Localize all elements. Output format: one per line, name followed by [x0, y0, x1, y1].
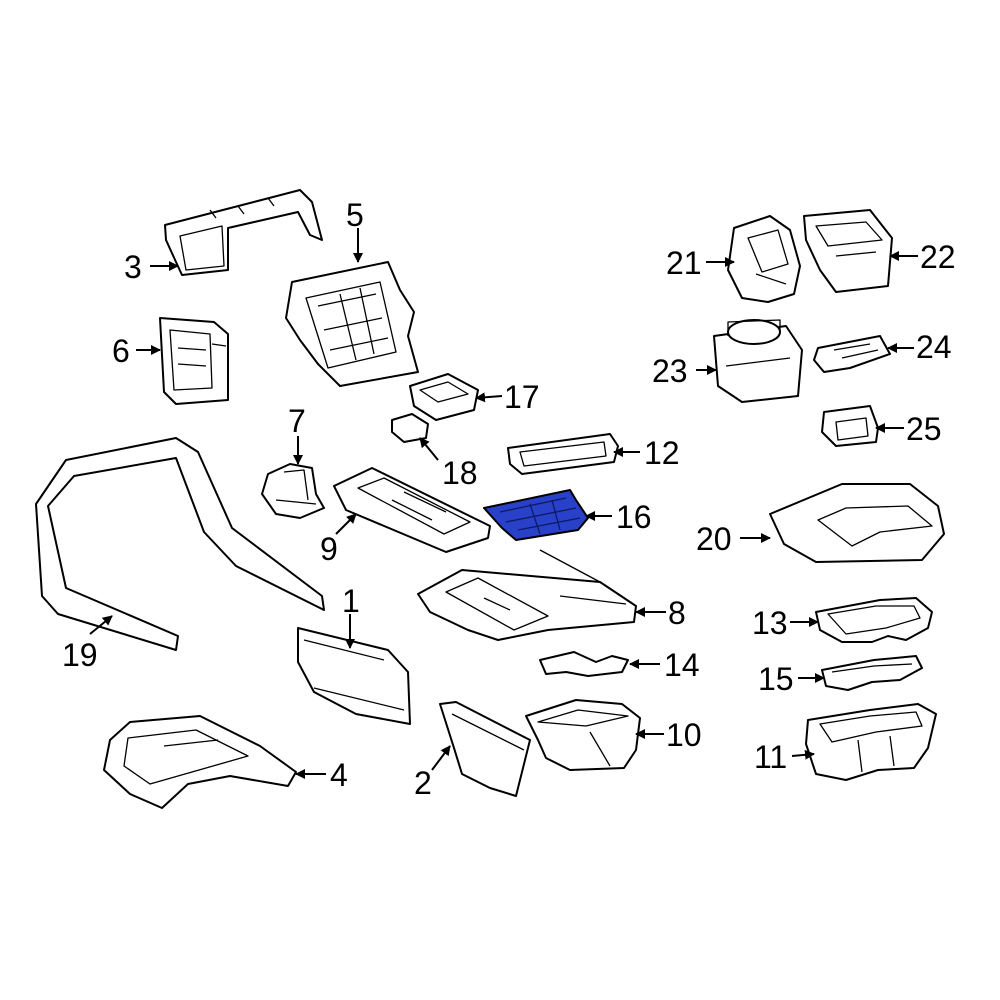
leader-9 [335, 513, 357, 535]
callout-22: 22 [920, 239, 956, 275]
callout-4: 4 [330, 757, 348, 793]
part-17-tray[interactable] [409, 373, 479, 421]
callout-14: 14 [664, 647, 700, 683]
callout-19: 19 [62, 637, 98, 673]
callout-6: 6 [112, 333, 130, 369]
callout-12: 12 [644, 435, 680, 471]
callout-15: 15 [758, 661, 794, 697]
callout-3: 3 [124, 249, 142, 285]
part-1-panel[interactable] [297, 627, 411, 725]
leader-18 [419, 437, 439, 461]
part-18-clip[interactable] [391, 413, 429, 443]
part-4-bracket[interactable] [103, 715, 297, 809]
callout-17: 17 [504, 379, 540, 415]
leader-11 [791, 749, 815, 760]
part-20-cover[interactable] [769, 483, 945, 563]
callout-25: 25 [906, 411, 942, 447]
leader-2 [431, 745, 451, 771]
part-25-button[interactable] [821, 405, 879, 447]
callout-labels: 3 5 6 7 9 17 18 12 16 8 14 10 1 2 4 19 2… [62, 197, 956, 801]
part-10-tray[interactable] [525, 699, 641, 771]
leader-17 [475, 392, 503, 403]
callout-1: 1 [342, 583, 360, 619]
callout-16: 16 [616, 499, 652, 535]
callout-24: 24 [916, 329, 952, 365]
part-22-holder[interactable] [803, 209, 893, 293]
part-7-bracket[interactable] [261, 463, 325, 519]
callout-21: 21 [666, 245, 702, 281]
callout-10: 10 [666, 717, 702, 753]
part-21-housing[interactable] [727, 215, 801, 303]
part-12-bezel[interactable] [507, 433, 619, 475]
part-24-switch[interactable] [813, 335, 891, 373]
part-13-trim[interactable] [815, 597, 933, 643]
part-8-base[interactable] [417, 549, 637, 641]
callout-13: 13 [752, 605, 788, 641]
part-3-bracket[interactable] [164, 189, 323, 276]
callout-18: 18 [442, 455, 478, 491]
callout-9: 9 [320, 531, 338, 567]
callout-8: 8 [668, 595, 686, 631]
part-14-gasket[interactable] [539, 651, 629, 677]
callout-7: 7 [288, 403, 306, 439]
part-2-trim[interactable] [439, 701, 531, 797]
part-15-seal[interactable] [821, 655, 923, 691]
callout-11: 11 [754, 739, 787, 775]
leader-19 [89, 615, 113, 635]
part-11-cupholder[interactable] [805, 703, 937, 781]
leader-lines [89, 228, 918, 779]
callout-2: 2 [414, 765, 432, 801]
part-6-module[interactable] [159, 317, 229, 405]
callout-23: 23 [652, 353, 688, 389]
callout-5: 5 [346, 197, 364, 233]
part-5-frame[interactable] [285, 261, 419, 387]
part-16-highlighted[interactable] [483, 489, 589, 541]
part-9-frame[interactable] [333, 467, 491, 553]
callout-20: 20 [696, 521, 732, 557]
part-23-controller[interactable] [713, 319, 803, 403]
part-19-trim[interactable] [35, 437, 325, 651]
